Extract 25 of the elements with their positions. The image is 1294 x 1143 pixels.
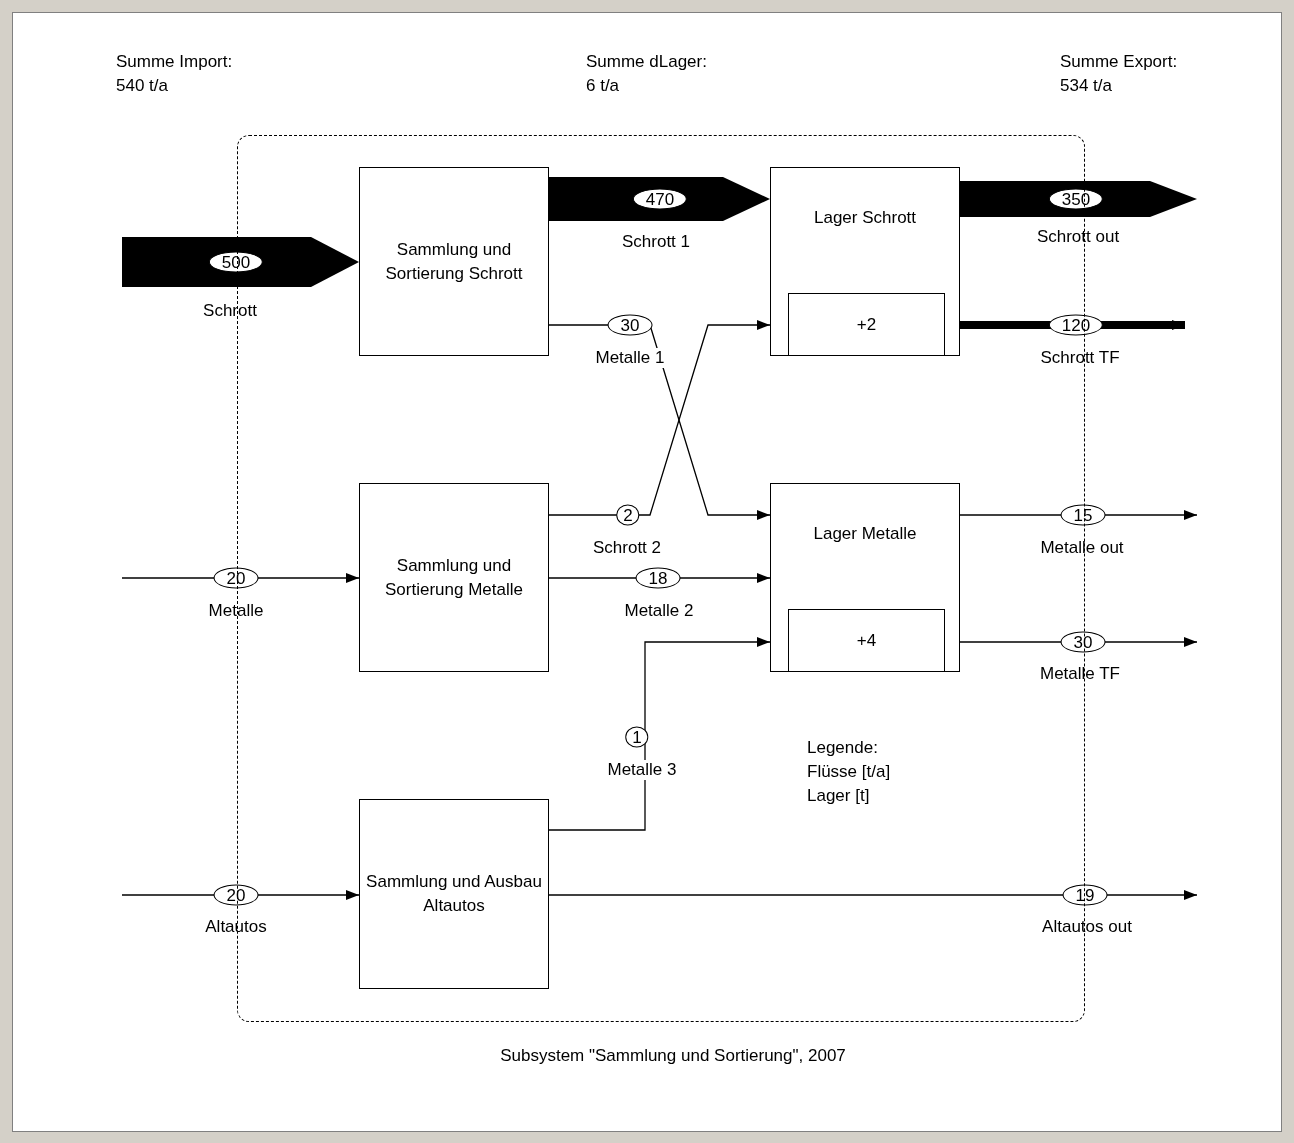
flow-arrow xyxy=(549,177,770,221)
flow-arrow xyxy=(548,890,1198,900)
caption: Subsystem "Sammlung und Sortierung", 2007 xyxy=(499,1046,847,1066)
process-label: Lager Metalle xyxy=(813,523,917,545)
flow-arrow xyxy=(548,637,771,831)
sum-note: Summe Export: 534 t/a xyxy=(1060,51,1179,97)
process-box xyxy=(359,483,549,672)
stock-box xyxy=(788,609,945,672)
storage-process-box xyxy=(770,483,960,672)
process-label: Sammlung und Sortierung Schrott xyxy=(384,238,524,285)
flow-name: Metalle 1 xyxy=(593,348,667,368)
stock-box xyxy=(788,293,945,356)
process-box xyxy=(359,799,549,989)
stock-value: +4 xyxy=(856,629,877,652)
flow-arrow xyxy=(122,237,359,287)
sum-note: Summe Import: 540 t/a xyxy=(116,51,234,97)
process-label: Lager Schrott xyxy=(813,207,917,229)
sum-note: Summe dLager: 6 t/a xyxy=(586,51,708,97)
process-box xyxy=(359,167,549,356)
flow-name: Metalle 3 xyxy=(605,760,679,780)
process-label: Sammlung und Ausbau Altautos xyxy=(366,871,542,917)
process-label: Sammlung und Sortierung Metalle xyxy=(384,554,524,601)
legend-note: Legende: Flüsse [t/a] Lager [t] xyxy=(807,737,892,807)
stock-value: +2 xyxy=(856,313,877,336)
storage-process-box xyxy=(770,167,960,356)
